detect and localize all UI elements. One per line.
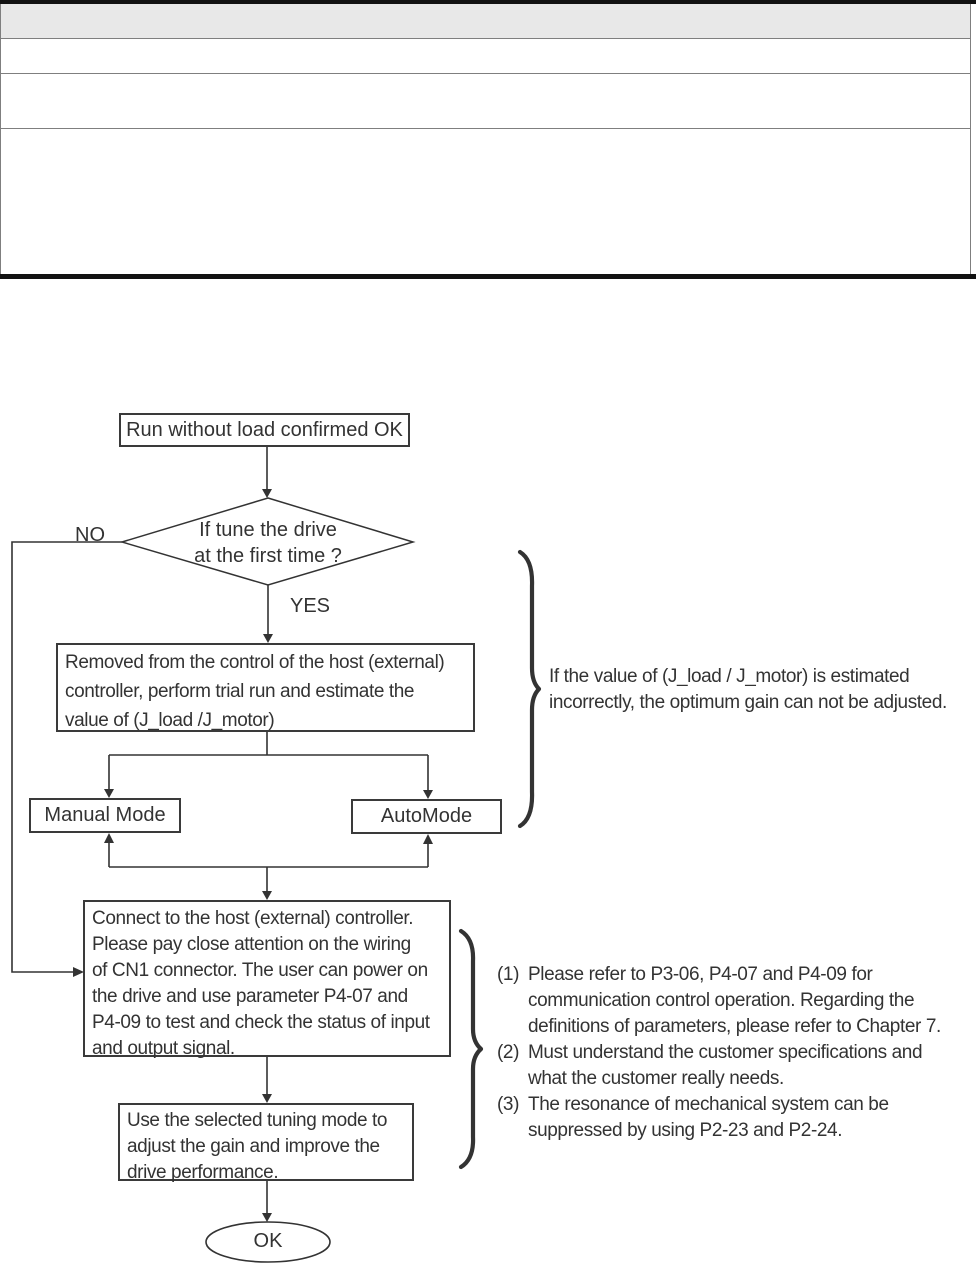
connect-notes: (1) Please refer to P3-06, P4-07 and P4-… [497, 962, 975, 1144]
no-branch-label: NO [75, 524, 105, 546]
yes-branch-label: YES [290, 595, 331, 617]
note-item-text: The resonance of mechanical system can b… [528, 1094, 889, 1141]
arrowhead [262, 1094, 272, 1103]
auto-mode-label: AutoMode [380, 805, 473, 827]
note-item-number: (1) [497, 964, 520, 985]
note-item: (2) Must understand the customer specifi… [497, 1040, 975, 1092]
connect-node: Connect to the host (external) controlle… [83, 900, 451, 1059]
note-item-text: Please refer to P3-06, P4-07 and P4-09 f… [528, 964, 941, 1037]
note-item-number: (2) [497, 1042, 520, 1063]
arrowhead [262, 891, 272, 900]
start-node: Run without load confirmed OK [119, 413, 410, 447]
arrowhead [73, 967, 84, 977]
note-item: (1) Please refer to P3-06, P4-07 and P4-… [497, 962, 975, 1040]
table-frame-bar-bottom [0, 274, 976, 279]
table-row [0, 39, 971, 74]
start-node-label: Run without load confirmed OK [126, 418, 403, 441]
decision-node-label: If tune the drive at the first time ? [194, 519, 342, 567]
end-terminator-ellipse [205, 1221, 331, 1263]
merge-connector [108, 843, 429, 891]
note-brace-top [517, 549, 542, 829]
table-frame-bar-top [0, 0, 976, 4]
arrowhead [423, 790, 433, 799]
note-brace-bottom [458, 928, 484, 1170]
manual-mode-label: Manual Mode [44, 804, 166, 826]
table-header-row [0, 4, 971, 39]
table-row [0, 129, 971, 275]
note-item: (3) The resonance of mechanical system c… [497, 1092, 975, 1144]
arrowhead [263, 634, 273, 643]
end-node-label: OK [253, 1230, 283, 1252]
arrowhead [423, 834, 433, 844]
estimate-node: Removed from the control of the host (ex… [56, 643, 475, 732]
note-item-number: (3) [497, 1094, 520, 1115]
arrowhead [104, 833, 114, 843]
split-connector [108, 731, 429, 790]
auto-mode-node: AutoMode [351, 799, 502, 834]
arrowhead [104, 789, 114, 798]
arrowhead [262, 489, 272, 498]
manual-mode-node: Manual Mode [29, 798, 181, 833]
inertia-note: If the value of (J_load / J_motor) is es… [549, 666, 947, 713]
tune-node: Use the selected tuning mode to adjust t… [118, 1103, 414, 1183]
note-item-text: Must understand the customer specificati… [528, 1042, 923, 1089]
table-row [0, 74, 971, 129]
no-branch-line [11, 541, 122, 973]
arrowhead [262, 1213, 272, 1222]
